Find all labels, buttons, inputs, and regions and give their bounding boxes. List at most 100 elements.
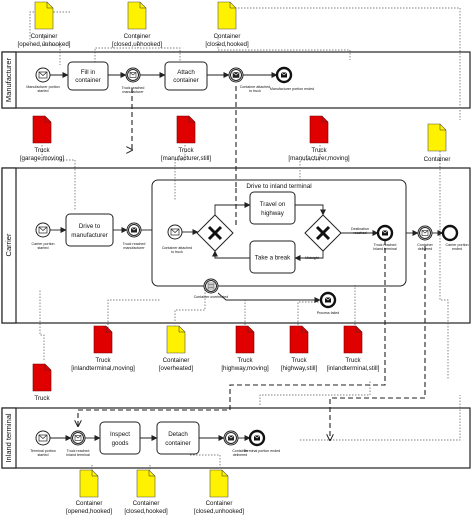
svg-text:Container overheated: Container overheated xyxy=(194,295,229,299)
x-icon xyxy=(207,225,223,241)
data-object-container-opened-hooked: Container [opened,hooked] xyxy=(66,469,112,515)
c-inland-l1: Truck reached xyxy=(374,243,397,247)
svg-text:manufacturer: manufacturer xyxy=(122,90,144,94)
task-attach-container xyxy=(164,61,208,91)
svg-text:Inland terminal: Inland terminal xyxy=(66,453,90,457)
tr4-l2: [inlandterminal,moving] xyxy=(71,365,135,372)
svg-text:Terminal portion ended: Terminal portion ended xyxy=(244,449,281,453)
m-truck-l1: Truck reached xyxy=(122,86,145,90)
svg-text:to truck: to truck xyxy=(249,89,261,93)
task-inspect-goods xyxy=(99,421,141,455)
ct2-l2: [closed,unhooked] xyxy=(112,41,163,48)
data-object-truck-manufacturer-still: Truck [manufacturer,still] xyxy=(161,115,211,162)
subprocess-title: Drive to inland terminal xyxy=(246,183,311,190)
svg-text:Truck: Truck xyxy=(237,357,253,364)
c-attached-l1: Container attached xyxy=(162,246,192,250)
data-object-truck-highway-moving: Truck [highway,moving] xyxy=(221,325,269,372)
task-drive-l2: manufacturer xyxy=(71,232,107,239)
pool-carrier: Carrier xyxy=(1,167,471,324)
data-object-truck-garage-moving: Truck [garage,moving] xyxy=(20,115,65,162)
tr6-l2: [highway,still] xyxy=(281,365,318,372)
data-object-container-closed-unhooked-bottom: Container [closed,unhooked] xyxy=(194,469,245,515)
c-truck-l2: manufacturer xyxy=(123,246,145,250)
tr6-l1: Truck xyxy=(291,357,307,364)
inland-flow: Terminal portion started Truck reached I… xyxy=(30,421,281,457)
svg-text:reached: reached xyxy=(354,231,367,235)
envelope-icon xyxy=(38,226,48,234)
data-object-truck-inlandterminal-moving: Truck [inlandterminal,moving] xyxy=(71,325,135,372)
svg-text:[opened,unhooked]: [opened,unhooked] xyxy=(18,41,71,48)
svg-text:container: container xyxy=(75,77,100,84)
task-drive-to-manufacturer xyxy=(65,213,114,247)
svg-text:[manufacturer,still]: [manufacturer,still] xyxy=(161,155,211,162)
svg-text:Truck: Truck xyxy=(34,147,50,154)
tr4-l1: Truck xyxy=(95,357,111,364)
svg-text:[closed,hooked]: [closed,hooked] xyxy=(124,508,168,515)
svg-text:Container attached: Container attached xyxy=(162,246,192,250)
data-associations xyxy=(29,7,461,480)
envelope-icon xyxy=(38,71,48,79)
ct3-l1: Container xyxy=(214,33,241,40)
svg-text:Truck: Truck xyxy=(34,395,50,402)
c-attached-l2: to truck xyxy=(171,250,183,254)
svg-text:[opened,hooked]: [opened,hooked] xyxy=(66,508,112,515)
svg-text:[closed,unhooked]: [closed,unhooked] xyxy=(112,41,163,48)
m-truck-l2: manufacturer xyxy=(122,90,144,94)
task-attach-l1: Attach xyxy=(177,69,195,76)
svg-text:started: started xyxy=(38,453,49,457)
svg-text:Process failed: Process failed xyxy=(317,311,340,315)
svg-text:Container: Container xyxy=(76,500,103,507)
svg-text:delivered: delivered xyxy=(418,247,433,251)
c-delivered-l2: delivered xyxy=(418,247,433,251)
task-inspect-l1: Inspect xyxy=(110,431,130,438)
c-truck-l1: Truck reached xyxy=(123,242,146,246)
tr7-l2: [inlandterminal,still] xyxy=(327,365,380,372)
svg-text:Fill in: Fill in xyxy=(81,69,96,76)
tr1-l1: Truck xyxy=(34,147,50,154)
svg-text:Container: Container xyxy=(424,156,451,163)
tr3-l2: [manufacturer,moving] xyxy=(288,155,349,162)
svg-text:Inspect: Inspect xyxy=(110,431,130,438)
ct5-l1: Container xyxy=(163,357,190,364)
c-delivered-l1: Container xyxy=(417,243,433,247)
task-drive-l1: Drive to xyxy=(79,223,101,230)
lane-label-inland: Inland terminal xyxy=(4,413,13,463)
envelope-icon xyxy=(324,297,332,303)
i-truck-l1: Truck reached xyxy=(67,449,90,453)
svg-text:Attach: Attach xyxy=(177,69,195,76)
svg-text:[garage,moving]: [garage,moving] xyxy=(20,155,65,162)
m-attached-l1: Container attached xyxy=(240,85,270,89)
svg-text:Container attached: Container attached xyxy=(240,85,270,89)
svg-text:Destination: Destination xyxy=(351,227,369,231)
svg-text:Container: Container xyxy=(124,33,151,40)
svg-text:goods: goods xyxy=(112,440,129,447)
task-fill-in-container xyxy=(67,61,109,91)
lane-label-carrier: Carrier xyxy=(4,233,13,256)
c-start-l1: Carrier portion xyxy=(32,242,55,246)
i-start-l1: Terminal portion xyxy=(30,449,56,453)
task-inspect-l2: goods xyxy=(112,440,129,447)
ct6-l2: [opened,hooked] xyxy=(66,508,112,515)
task-attach-l2: container xyxy=(173,77,198,84)
envelope-icon xyxy=(421,230,429,236)
svg-text:Take a break: Take a break xyxy=(255,255,291,262)
c-midnight-label: Midnight xyxy=(305,256,319,260)
i-start-l2: started xyxy=(38,453,49,457)
task-travel-l2: highway xyxy=(261,210,285,217)
svg-text:Container: Container xyxy=(417,243,433,247)
m-start-l2: started xyxy=(38,89,49,93)
svg-text:[closed,unhooked]: [closed,unhooked] xyxy=(194,508,245,515)
c-end-l1: Carrier portion xyxy=(446,243,469,247)
data-object-truck-plain: Truck xyxy=(32,363,52,402)
data-object-container-closed-unhooked: Container [closed,unhooked] xyxy=(112,1,163,48)
c-overheated-l1: Container overheated xyxy=(194,295,229,299)
tr1-l2: [garage,moving] xyxy=(20,155,65,162)
svg-text:Truck: Truck xyxy=(311,147,327,154)
envelope-icon xyxy=(129,72,137,78)
svg-text:Midnight: Midnight xyxy=(305,256,319,260)
task-break-l1: Take a break xyxy=(255,255,291,262)
svg-text:Carrier portion: Carrier portion xyxy=(446,243,469,247)
ct1-l1: Container xyxy=(31,33,58,40)
svg-text:Container: Container xyxy=(133,500,160,507)
envelope-icon xyxy=(227,435,235,441)
